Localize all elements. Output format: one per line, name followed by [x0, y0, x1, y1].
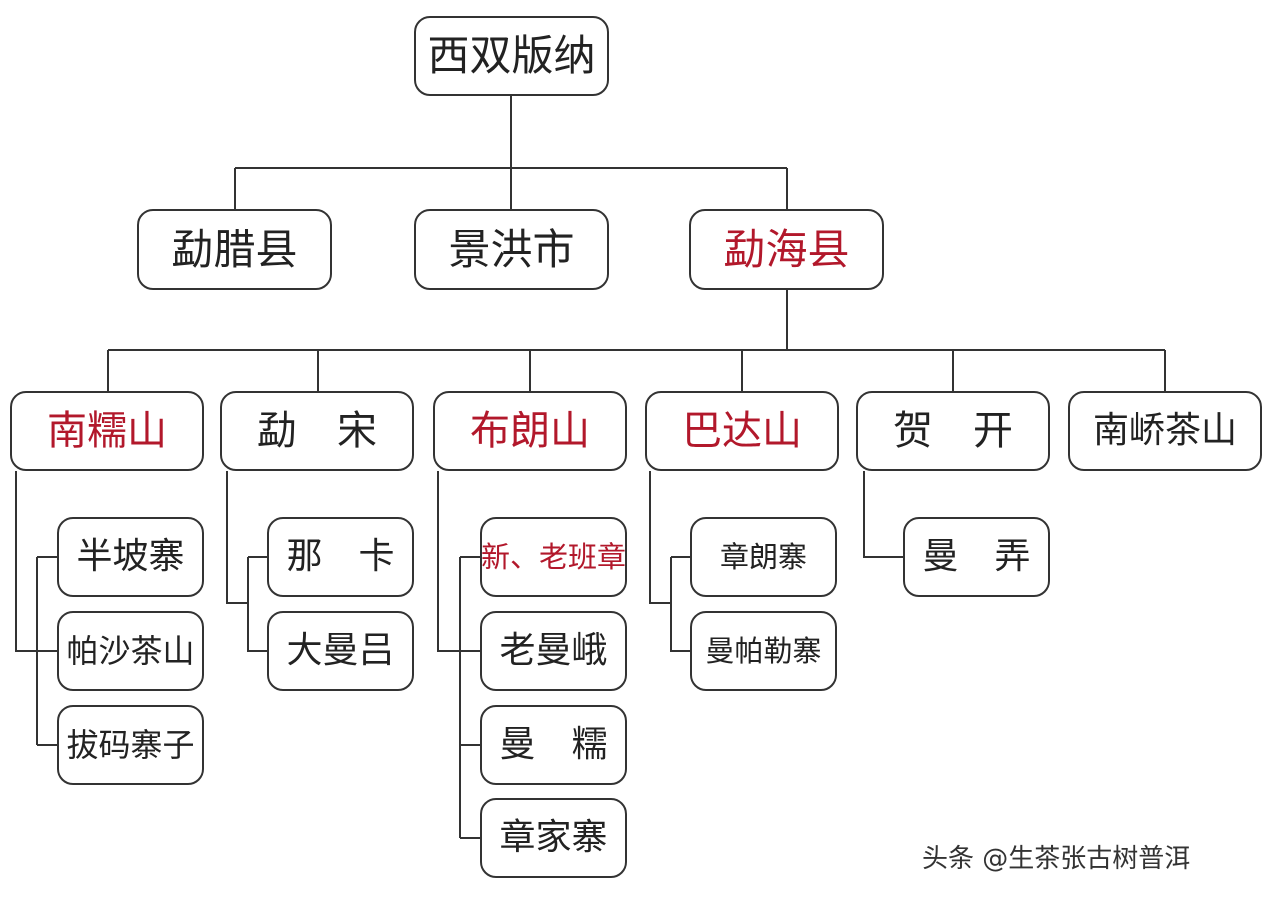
mountain-node-mengsong: 勐 宋: [220, 391, 414, 471]
mountain-node-bada: 巴达山: [645, 391, 839, 471]
village-label: 曼 弄: [922, 536, 1031, 577]
village-node: 那 卡: [267, 517, 414, 597]
village-label: 那 卡: [286, 536, 395, 577]
village-label: 大曼吕: [286, 630, 395, 671]
mountain-label: 南峤茶山: [1092, 410, 1237, 451]
village-node: 帕沙茶山: [57, 611, 204, 691]
county-label: 勐腊县: [171, 224, 298, 274]
village-node: 曼帕勒寨: [690, 611, 837, 691]
mountain-label: 布朗山: [470, 408, 590, 454]
county-label: 勐海县: [723, 224, 850, 274]
mountain-label: 勐 宋: [257, 408, 377, 454]
village-label: 老曼峨: [499, 630, 608, 671]
mountain-label: 南糯山: [47, 408, 167, 454]
county-label: 景洪市: [448, 224, 575, 274]
county-node-menghai: 勐海县: [689, 209, 884, 290]
village-label: 拔码寨子: [66, 726, 195, 764]
village-node: 曼 糯: [480, 705, 627, 785]
mountain-label: 巴达山: [682, 408, 802, 454]
mountain-node-nanqiao: 南峤茶山: [1068, 391, 1262, 471]
village-node-highlighted: 新、老班章: [480, 517, 627, 597]
mountain-node-bulang: 布朗山: [433, 391, 627, 471]
village-label: 章朗寨: [719, 539, 807, 574]
village-node: 老曼峨: [480, 611, 627, 691]
village-label: 章家寨: [499, 817, 608, 858]
county-node-jinghong: 景洪市: [414, 209, 609, 290]
village-node: 大曼吕: [267, 611, 414, 691]
village-node: 半坡寨: [57, 517, 204, 597]
village-label: 曼帕勒寨: [705, 633, 822, 668]
village-label: 曼 糯: [499, 724, 608, 765]
village-node: 曼 弄: [903, 517, 1050, 597]
mountain-label: 贺 开: [893, 408, 1013, 454]
root-node: 西双版纳: [414, 16, 609, 96]
county-node-mengla: 勐腊县: [137, 209, 332, 290]
village-node: 章家寨: [480, 798, 627, 878]
mountain-node-nannuo: 南糯山: [10, 391, 204, 471]
village-node: 章朗寨: [690, 517, 837, 597]
watermark-text: 头条 @生茶张古树普洱: [922, 844, 1191, 874]
village-label: 帕沙茶山: [66, 632, 195, 670]
village-label: 新、老班章: [481, 539, 627, 574]
village-label: 半坡寨: [76, 536, 185, 577]
root-label: 西双版纳: [427, 31, 596, 80]
mountain-node-hekai: 贺 开: [856, 391, 1050, 471]
village-node: 拔码寨子: [57, 705, 204, 785]
